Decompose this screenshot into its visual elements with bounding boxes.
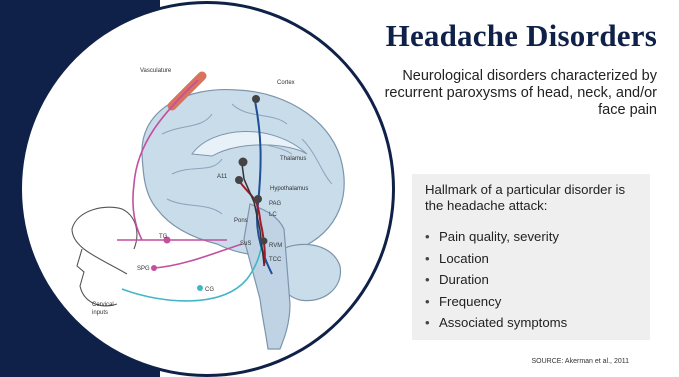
bullet-icon: • bbox=[425, 269, 430, 291]
label-cortex: Cortex bbox=[277, 80, 295, 86]
list-item: • Duration bbox=[425, 269, 567, 291]
label-cg: CG bbox=[205, 287, 214, 293]
source-citation: SOURCE: Akerman et al., 2011 bbox=[531, 358, 629, 365]
list-item-text: Location bbox=[439, 251, 489, 266]
bullet-icon: • bbox=[425, 248, 430, 270]
slide-title: Headache Disorders bbox=[386, 18, 657, 54]
node-pag bbox=[254, 195, 262, 203]
bullet-icon: • bbox=[425, 291, 430, 313]
node-spg bbox=[151, 265, 157, 271]
list-item: • Pain quality, severity bbox=[425, 226, 567, 248]
brain-illustration-circle: Vasculature Cortex Thalamus A11 Hypothal… bbox=[22, 4, 392, 374]
list-item: • Associated symptoms bbox=[425, 312, 567, 334]
list-item-text: Duration bbox=[439, 272, 489, 287]
label-pag: PAG bbox=[269, 201, 282, 207]
label-lc: LC bbox=[269, 212, 277, 218]
node-cg bbox=[197, 285, 203, 291]
label-tg: TG bbox=[159, 234, 168, 240]
list-item: • Location bbox=[425, 248, 567, 270]
label-thalamus: Thalamus bbox=[280, 156, 306, 162]
list-item-text: Associated symptoms bbox=[439, 315, 567, 330]
label-rvm: RVM bbox=[269, 243, 282, 249]
hallmark-panel: Hallmark of a particular disorder is the… bbox=[412, 174, 650, 340]
label-vasculature: Vasculature bbox=[140, 68, 172, 74]
label-tcc: TCC bbox=[269, 257, 282, 263]
panel-heading: Hallmark of a particular disorder is the… bbox=[425, 182, 640, 213]
list-item-text: Frequency bbox=[439, 294, 501, 309]
node-a11 bbox=[235, 176, 243, 184]
label-a11: A11 bbox=[217, 174, 228, 180]
node-rvm bbox=[261, 238, 268, 245]
node-cortex bbox=[252, 95, 260, 103]
label-spg: SPG bbox=[137, 266, 150, 272]
attack-feature-list: • Pain quality, severity • Location • Durat… bbox=[425, 226, 567, 334]
brain-pathway-diagram: Vasculature Cortex Thalamus A11 Hypothal… bbox=[22, 4, 392, 374]
label-ss: SuS bbox=[240, 241, 251, 247]
label-pons: Pons bbox=[234, 218, 248, 224]
list-item: • Frequency bbox=[425, 291, 567, 313]
slide-subtitle: Neurological disorders characterized by … bbox=[377, 68, 657, 119]
bullet-icon: • bbox=[425, 226, 430, 248]
label-hypothalamus: Hypothalamus bbox=[270, 186, 308, 192]
node-thalamus bbox=[239, 158, 248, 167]
label-cervical: Cervical bbox=[92, 302, 114, 308]
list-item-text: Pain quality, severity bbox=[439, 229, 559, 244]
label-inputs: inputs bbox=[92, 310, 108, 316]
bullet-icon: • bbox=[425, 312, 430, 334]
